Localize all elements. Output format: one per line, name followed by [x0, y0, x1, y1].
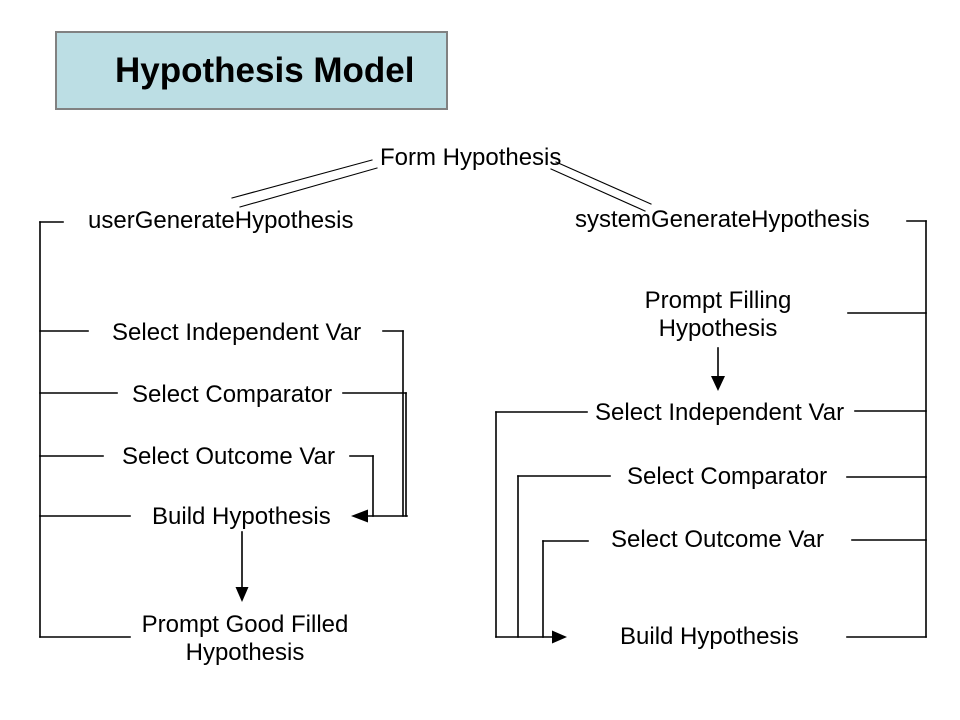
right-down-arrowhead: [711, 376, 725, 391]
node-left-select-outcome-var: Select Outcome Var: [122, 443, 335, 470]
left-down-arrowhead: [235, 587, 249, 602]
node-left-build-hypothesis: Build Hypothesis: [152, 503, 331, 530]
edge-root-to-system-line2: [550, 168, 646, 212]
node-right-select-independent-var: Select Independent Var: [595, 399, 845, 426]
right-converge-arrowhead: [552, 630, 567, 644]
edge-root-to-user-line2: [239, 167, 378, 208]
node-right-select-comparator: Select Comparator: [627, 463, 828, 490]
node-left-select-comparator: Select Comparator: [132, 381, 333, 408]
node-left-prompt-good-filled-hypothesis: Prompt Good Filled Hypothesis: [141, 611, 349, 666]
node-form-hypothesis: Form Hypothesis: [380, 144, 562, 171]
node-left-select-independent-var: Select Independent Var: [112, 319, 362, 346]
node-user-generate-hypothesis: userGenerateHypothesis: [88, 207, 354, 234]
slide-title: Hypothesis Model: [115, 51, 415, 90]
edge-root-to-user-line1: [231, 159, 373, 199]
node-right-prompt-filling-hypothesis: Prompt Filling Hypothesis: [644, 287, 792, 342]
node-right-build-hypothesis: Build Hypothesis: [620, 623, 799, 650]
node-system-generate-hypothesis: systemGenerateHypothesis: [575, 206, 870, 233]
left-converge-arrowhead: [351, 509, 368, 523]
title-box: Hypothesis Model: [55, 31, 448, 110]
node-right-select-outcome-var: Select Outcome Var: [611, 526, 824, 553]
edge-root-to-system-line1: [555, 161, 652, 205]
